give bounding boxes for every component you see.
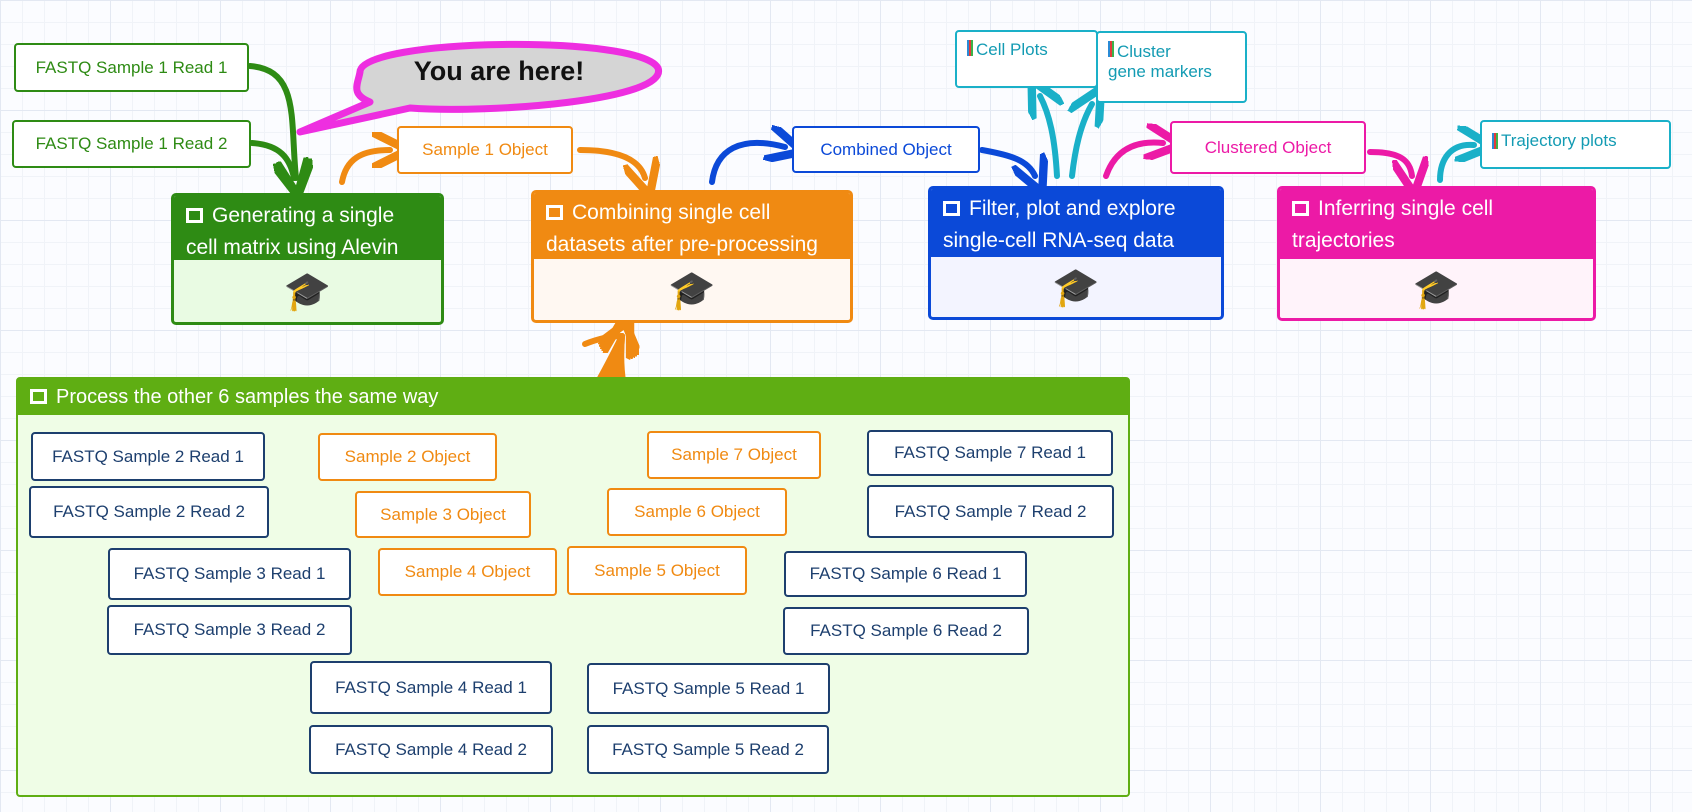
arrow-filter-to-cluster xyxy=(1072,104,1092,179)
tool-trajectories[interactable]: Inferring single cell trajectories 🎓 xyxy=(1277,186,1596,321)
group-title: Process the other 6 samples the same way xyxy=(56,386,439,408)
node-label: Cell Plots xyxy=(976,40,1048,59)
chart-icon xyxy=(1492,132,1498,149)
sample1-object[interactable]: Sample 1 Object xyxy=(397,126,573,174)
workflow-icon xyxy=(943,201,960,216)
fastq-sample5-read1[interactable]: FASTQ Sample 5 Read 1 xyxy=(587,663,830,714)
output-trajectory-plots[interactable]: Trajectory plots xyxy=(1480,120,1671,169)
fastq-sample1-read2[interactable]: FASTQ Sample 1 Read 2 xyxy=(12,120,251,168)
combined-object[interactable]: Combined Object xyxy=(792,126,980,173)
graduation-cap-icon: 🎓 xyxy=(1412,268,1461,311)
combine-input-stub xyxy=(582,333,625,347)
node-label: Sample 7 Object xyxy=(671,445,797,464)
workflow-icon xyxy=(30,389,47,404)
node-label: FASTQ Sample 3 Read 1 xyxy=(133,564,326,583)
workflow-icon xyxy=(186,208,203,223)
node-label: Sample 5 Object xyxy=(594,560,720,580)
arrow-s1obj-to-combine xyxy=(577,147,645,178)
tool-title: Generating a single xyxy=(212,204,395,227)
fastq-sample4-read2[interactable]: FASTQ Sample 4 Read 2 xyxy=(309,725,553,774)
node-label: FASTQ Sample 5 Read 1 xyxy=(612,678,805,698)
node-label: Clustered Object xyxy=(1204,137,1332,157)
fastq-sample3-read1[interactable]: FASTQ Sample 3 Read 1 xyxy=(108,548,351,600)
arrow-trajectory-to-plots xyxy=(1437,145,1474,183)
fastq-sample2-read2[interactable]: FASTQ Sample 2 Read 2 xyxy=(29,486,269,538)
arrow-clustered-to-trajectory xyxy=(1367,149,1412,176)
arrow-filter-to-cellplots xyxy=(1040,96,1057,179)
node-label: FASTQ Sample 3 Read 2 xyxy=(133,620,326,639)
node-label: FASTQ Sample 1 Read 1 xyxy=(35,57,228,77)
graduation-cap-icon: 🎓 xyxy=(1052,267,1100,309)
fastq-sample4-read1[interactable]: FASTQ Sample 4 Read 1 xyxy=(310,661,552,714)
fastq-sample3-read2[interactable]: FASTQ Sample 3 Read 2 xyxy=(107,605,352,655)
node-label: FASTQ Sample 4 Read 2 xyxy=(335,739,527,759)
workflow-icon xyxy=(1292,201,1309,216)
workflow-icon xyxy=(546,205,563,220)
fastq-sample7-read2[interactable]: FASTQ Sample 7 Read 2 xyxy=(867,485,1114,538)
output-cell-plots[interactable]: Cell Plots xyxy=(955,30,1098,88)
chart-icon xyxy=(967,40,973,56)
fastq-sample2-read1[interactable]: FASTQ Sample 2 Read 1 xyxy=(31,432,265,481)
arrow-combined-to-filter xyxy=(979,147,1035,176)
fastq-sample1-read1[interactable]: FASTQ Sample 1 Read 1 xyxy=(14,43,249,92)
node-label: FASTQ Sample 5 Read 2 xyxy=(612,739,804,759)
sample3-object[interactable]: Sample 3 Object xyxy=(355,491,531,538)
arrow-alevin-to-s1obj xyxy=(339,150,390,185)
node-label: FASTQ Sample 4 Read 1 xyxy=(335,677,527,697)
node-label: FASTQ Sample 2 Read 1 xyxy=(52,446,244,466)
tool-title-line2: trajectories xyxy=(1292,229,1395,252)
fastq-sample6-read1[interactable]: FASTQ Sample 6 Read 1 xyxy=(784,551,1027,597)
tool-title: Combining single cell xyxy=(572,201,771,224)
callout-text: You are here! xyxy=(413,56,585,86)
node-label: FASTQ Sample 1 Read 2 xyxy=(35,134,228,153)
tool-alevin[interactable]: Generating a single cell matrix using Al… xyxy=(171,193,444,325)
graduation-cap-icon: 🎓 xyxy=(283,271,332,313)
tool-title-line2: datasets after pre-processing xyxy=(546,233,818,256)
tool-title-line2: cell matrix using Alevin xyxy=(186,236,399,259)
tool-title-line2: single-cell RNA-seq data xyxy=(943,229,1175,252)
fastq-sample6-read2[interactable]: FASTQ Sample 6 Read 2 xyxy=(783,607,1029,655)
fastq-sample5-read2[interactable]: FASTQ Sample 5 Read 2 xyxy=(587,725,829,774)
node-label: FASTQ Sample 7 Read 2 xyxy=(894,501,1087,521)
fastq-sample7-read1[interactable]: FASTQ Sample 7 Read 1 xyxy=(867,430,1113,476)
chart-icon xyxy=(1108,41,1114,57)
clustered-object[interactable]: Clustered Object xyxy=(1170,121,1366,174)
tool-title: Filter, plot and explore xyxy=(969,197,1176,220)
arrow-filter-to-clustered xyxy=(1103,142,1163,179)
node-label: FASTQ Sample 2 Read 2 xyxy=(53,502,245,521)
tool-title: Inferring single cell xyxy=(1318,197,1494,220)
you-are-here-callout: You are here! xyxy=(296,28,662,136)
node-label: Sample 2 Object xyxy=(344,447,471,466)
tool-combine[interactable]: Combining single cell datasets after pre… xyxy=(531,190,853,323)
tool-filter-plot-explore[interactable]: Filter, plot and explore single-cell RNA… xyxy=(928,186,1224,320)
node-label: FASTQ Sample 6 Read 1 xyxy=(809,564,1002,583)
node-label: Trajectory plots xyxy=(1501,130,1617,150)
node-label: Sample 6 Object xyxy=(634,502,760,521)
sample4-object[interactable]: Sample 4 Object xyxy=(378,548,557,596)
sample5-object[interactable]: Sample 5 Object xyxy=(567,546,747,595)
node-label: FASTQ Sample 6 Read 2 xyxy=(810,621,1002,640)
node-label: Sample 1 Object xyxy=(422,140,548,159)
node-label-line2: gene markers xyxy=(1108,62,1212,81)
arrow-s1r2-to-alevin xyxy=(249,140,294,178)
node-label: Sample 3 Object xyxy=(380,504,506,524)
graduation-cap-icon: 🎓 xyxy=(668,269,716,312)
arrow-combine-to-combined xyxy=(709,143,785,185)
node-label: FASTQ Sample 7 Read 1 xyxy=(894,443,1086,462)
node-label: Sample 4 Object xyxy=(404,562,531,581)
sample2-object[interactable]: Sample 2 Object xyxy=(318,433,497,481)
sample7-object[interactable]: Sample 7 Object xyxy=(647,431,821,479)
node-label: Cluster xyxy=(1117,42,1171,61)
node-label: Combined Object xyxy=(820,139,952,159)
sample6-object[interactable]: Sample 6 Object xyxy=(607,488,787,536)
